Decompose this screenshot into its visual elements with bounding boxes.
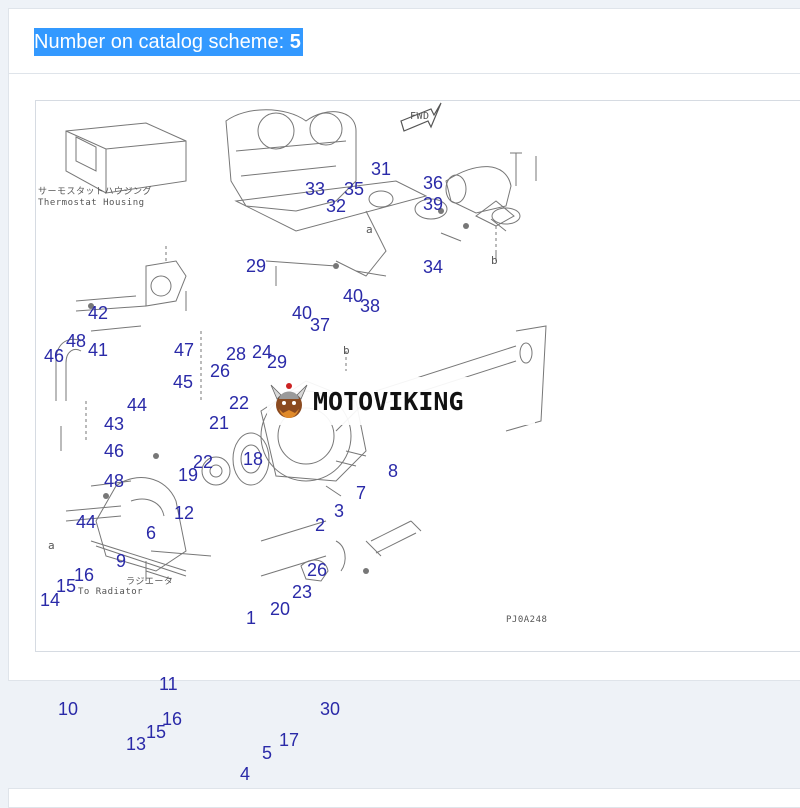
outside-part-number[interactable]: 13 — [126, 734, 147, 754]
part-number-callout[interactable]: 29 — [246, 256, 267, 276]
viking-logo-icon — [270, 383, 308, 418]
part-number-callout[interactable]: 36 — [423, 173, 444, 193]
part-number-callout[interactable]: 22 — [193, 452, 214, 472]
part-number-callout[interactable]: 14 — [40, 590, 61, 610]
part-number-callout[interactable]: 31 — [371, 159, 392, 179]
annotation-letter-b: b — [343, 344, 351, 357]
outside-part-number[interactable]: 11 — [159, 674, 178, 694]
part-number-callout[interactable]: 20 — [270, 599, 291, 619]
part-number-callout[interactable]: 37 — [310, 315, 331, 335]
drawing-code: PJ0A248 — [506, 615, 548, 625]
part-number-callout[interactable]: 7 — [356, 483, 367, 503]
catalog-scheme-number: Number on catalog scheme: 5 — [34, 28, 303, 56]
parts-diagram: サーモスタットハウジング Thermostat Housing ラジエータ To… — [35, 100, 800, 652]
part-number-callout[interactable]: 33 — [305, 179, 326, 199]
annotation-letter-a: a — [48, 539, 56, 552]
part-number-callout[interactable]: 8 — [388, 461, 399, 481]
annotation-thermostat-jp: サーモスタットハウジング — [38, 187, 153, 197]
part-number-callout[interactable]: 24 — [252, 342, 273, 362]
part-number-callout[interactable]: 2 — [315, 515, 326, 535]
part-number-callout[interactable]: 12 — [174, 503, 195, 523]
part-number-callout[interactable]: 48 — [66, 331, 87, 351]
outside-part-number[interactable]: 30 — [320, 699, 341, 719]
part-number-callout[interactable]: 34 — [423, 257, 444, 277]
part-number-callout[interactable]: 41 — [88, 340, 109, 360]
catalog-scheme-label: Number on catalog scheme: — [34, 31, 290, 53]
watermark-text: MOTOVIKING — [313, 386, 464, 416]
outside-part-number[interactable]: 15 — [146, 722, 167, 742]
part-number-callout[interactable]: 40 — [292, 303, 313, 323]
part-number-callout[interactable]: 44 — [127, 395, 148, 415]
part-number-callout[interactable]: 38 — [360, 296, 381, 316]
part-number-callout[interactable]: 1 — [246, 608, 257, 628]
diagram-drawing — [55, 102, 547, 582]
catalog-scheme-value: 5 — [289, 31, 301, 53]
part-number-callout[interactable]: 29 — [267, 352, 288, 372]
outside-part-number[interactable]: 17 — [279, 730, 300, 750]
part-number-callout[interactable]: 18 — [243, 449, 264, 469]
watermark: MOTOVIKING — [267, 377, 535, 425]
part-number-callout[interactable]: 43 — [104, 414, 125, 434]
part-number-callout[interactable]: 47 — [174, 340, 195, 360]
part-number-callout[interactable]: 44 — [76, 512, 97, 532]
part-number-callout[interactable]: 39 — [423, 194, 444, 214]
part-number-callout[interactable]: 35 — [344, 179, 365, 199]
part-number-callout[interactable]: 46 — [104, 441, 125, 461]
annotation-radiator-jp: ラジエータ — [126, 577, 174, 587]
bottom-panel — [8, 788, 800, 808]
part-number-callout[interactable]: 21 — [209, 413, 230, 433]
part-number-callout[interactable]: 45 — [173, 372, 194, 392]
part-number-callout[interactable]: 9 — [116, 551, 127, 571]
annotation-letter-a: a — [366, 223, 374, 236]
part-number-callout[interactable]: 22 — [229, 393, 250, 413]
part-number-callout[interactable]: 23 — [292, 582, 313, 602]
part-number-callout[interactable]: 15 — [56, 576, 77, 596]
annotation-fwd: FWD — [410, 111, 430, 122]
part-number-callout[interactable]: 16 — [74, 565, 95, 585]
outside-part-number[interactable]: 4 — [240, 764, 251, 784]
part-number-callout[interactable]: 28 — [226, 344, 247, 364]
outside-part-number[interactable]: 5 — [262, 743, 273, 763]
part-number-callout[interactable]: 42 — [88, 303, 109, 323]
annotation-radiator-en: To Radiator — [78, 587, 144, 597]
outside-part-number[interactable]: 10 — [58, 699, 79, 719]
part-number-callout[interactable]: 3 — [334, 501, 345, 521]
part-number-callout[interactable]: 48 — [104, 471, 125, 491]
annotation-thermostat-en: Thermostat Housing — [38, 198, 145, 208]
part-number-callout[interactable]: 26 — [210, 361, 231, 381]
part-number-callout[interactable]: 26 — [307, 560, 328, 580]
annotation-letter-b: b — [491, 254, 499, 267]
part-number-callout[interactable]: 32 — [326, 196, 347, 216]
part-number-callout[interactable]: 46 — [44, 346, 65, 366]
part-number-callout[interactable]: 40 — [343, 286, 364, 306]
part-number-callout[interactable]: 6 — [146, 523, 157, 543]
part-number-callout[interactable]: 19 — [178, 465, 199, 485]
outside-part-number[interactable]: 16 — [162, 709, 183, 729]
